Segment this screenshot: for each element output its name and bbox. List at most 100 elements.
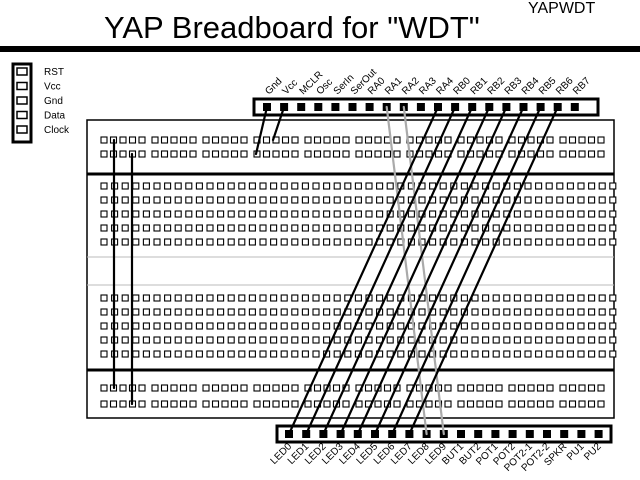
breadboard-hole xyxy=(142,210,150,218)
breadboard-hole xyxy=(280,224,288,232)
breadboard-hole xyxy=(195,322,203,330)
breadboard-hole xyxy=(312,294,320,302)
breadboard-hole xyxy=(425,150,433,158)
breadboard-hole xyxy=(577,322,585,330)
breadboard-hole xyxy=(323,210,331,218)
breadboard-hole xyxy=(476,400,484,408)
breadboard-hole xyxy=(545,182,553,190)
breadboard-hole xyxy=(121,336,129,344)
breadboard-hole xyxy=(460,336,468,344)
breadboard-hole xyxy=(323,196,331,204)
breadboard-hole xyxy=(503,350,511,358)
breadboard-hole xyxy=(304,136,312,144)
breadboard-hole xyxy=(195,182,203,190)
breadboard-hole xyxy=(333,294,341,302)
breadboard-hole xyxy=(227,336,235,344)
breadboard-hole xyxy=(482,210,490,218)
breadboard-hole xyxy=(248,336,256,344)
breadboard-hole xyxy=(513,336,521,344)
breadboard-hole xyxy=(185,210,193,218)
breadboard-hole xyxy=(407,224,415,232)
breadboard-hole xyxy=(270,196,278,204)
breadboard-hole xyxy=(418,196,426,204)
breadboard-hole xyxy=(174,224,182,232)
top-header-label: RA2 xyxy=(400,75,422,97)
breadboard-hole xyxy=(259,210,267,218)
breadboard-hole xyxy=(206,224,214,232)
breadboard-hole xyxy=(524,350,532,358)
breadboard-hole xyxy=(344,322,352,330)
breadboard-hole xyxy=(153,182,161,190)
breadboard-hole xyxy=(492,322,500,330)
breadboard-hole xyxy=(425,136,433,144)
breadboard-hole xyxy=(272,150,280,158)
breadboard-hole xyxy=(513,350,521,358)
breadboard-hole xyxy=(195,336,203,344)
breadboard-hole xyxy=(142,196,150,204)
breadboard-hole xyxy=(280,182,288,190)
breadboard-hole xyxy=(221,384,229,392)
breadboard-hole xyxy=(195,308,203,316)
breadboard-hole xyxy=(100,400,108,408)
bottom-header-pin xyxy=(543,430,551,438)
breadboard-hole xyxy=(383,384,392,392)
breadboard-hole xyxy=(598,210,606,218)
breadboard-hole xyxy=(556,350,564,358)
breadboard-hole xyxy=(535,322,543,330)
breadboard-hole xyxy=(153,308,161,316)
breadboard-hole xyxy=(566,182,574,190)
breadboard-hole xyxy=(259,308,267,316)
breadboard-hole xyxy=(450,238,458,246)
top-header-pin xyxy=(365,103,374,111)
bottom-header-pin xyxy=(577,430,586,438)
breadboard-hole xyxy=(568,150,577,158)
breadboard-hole xyxy=(598,308,606,316)
breadboard-hole xyxy=(535,336,543,344)
breadboard-hole xyxy=(153,196,161,204)
breadboard-hole xyxy=(609,294,617,302)
breadboard-hole xyxy=(281,150,290,158)
breadboard-hole xyxy=(221,150,229,158)
breadboard-hole xyxy=(185,308,193,316)
breadboard-hole xyxy=(240,384,248,392)
breadboard-hole xyxy=(248,182,256,190)
breadboard-hole xyxy=(587,136,596,144)
breadboard-hole xyxy=(376,294,384,302)
breadboard-hole xyxy=(457,150,465,158)
breadboard-hole xyxy=(342,150,350,158)
breadboard-hole xyxy=(513,238,521,246)
breadboard-hole xyxy=(202,400,210,408)
breadboard-hole xyxy=(535,224,543,232)
breadboard-hole xyxy=(568,400,577,408)
breadboard-hole xyxy=(588,322,596,330)
breadboard-hole xyxy=(429,238,437,246)
breadboard-hole xyxy=(524,210,532,218)
breadboard-hole xyxy=(460,182,468,190)
breadboard-hole xyxy=(170,150,178,158)
breadboard-hole xyxy=(439,224,447,232)
breadboard-hole xyxy=(439,336,447,344)
breadboard-hole xyxy=(179,384,188,392)
breadboard-hole xyxy=(588,210,596,218)
breadboard-hole xyxy=(238,294,246,302)
breadboard-hole xyxy=(132,224,140,232)
breadboard-hole xyxy=(609,224,617,232)
breadboard-hole xyxy=(301,350,309,358)
breadboard-hole xyxy=(312,182,320,190)
breadboard-hole xyxy=(333,196,341,204)
breadboard-hole xyxy=(170,400,178,408)
breadboard-hole xyxy=(418,350,426,358)
top-header-label: RB7 xyxy=(571,75,593,97)
breadboard-hole xyxy=(598,238,606,246)
breadboard-hole xyxy=(386,308,394,316)
breadboard-hole xyxy=(291,196,299,204)
breadboard-hole xyxy=(211,400,220,408)
breadboard-hole xyxy=(354,336,362,344)
breadboard-hole xyxy=(503,336,511,344)
breadboard-hole xyxy=(301,294,309,302)
top-header-pin xyxy=(570,103,579,111)
breadboard-hole xyxy=(556,322,564,330)
breadboard-hole xyxy=(160,150,169,158)
breadboard-hole xyxy=(323,400,331,408)
